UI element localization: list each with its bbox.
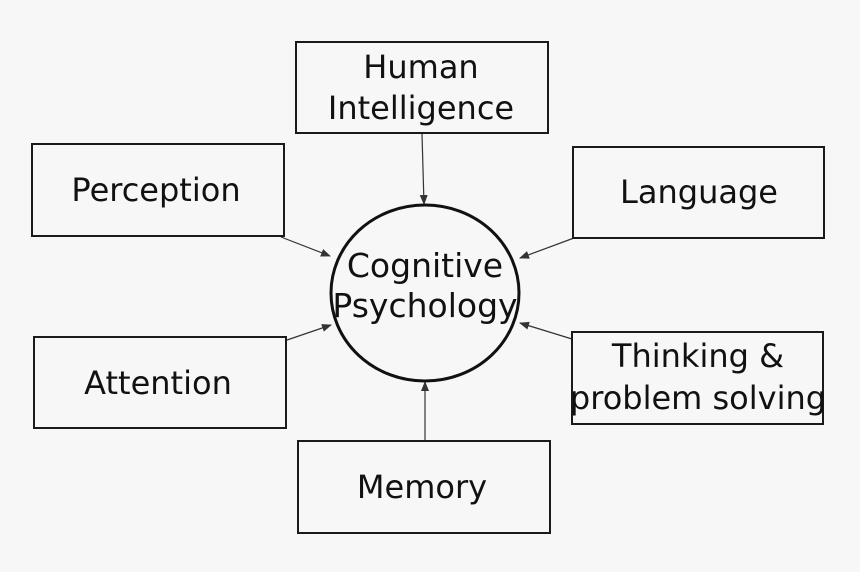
node-label-human-intelligence-line2: Intelligence	[328, 89, 514, 127]
arrow-human-intelligence-to-center	[419, 133, 428, 205]
node-label-perception: Perception	[71, 171, 240, 209]
node-box-attention	[33, 336, 287, 429]
center-label-line2: Psychology	[332, 286, 517, 325]
node-label-human-intelligence-line1: Human	[363, 48, 478, 86]
node-label-thinking-line2: problem solving	[570, 379, 826, 417]
node-box-memory	[297, 440, 551, 534]
node-box-language	[572, 146, 825, 239]
node-label-thinking-line1: Thinking &	[611, 337, 784, 375]
node-label-attention: Attention	[84, 364, 232, 402]
arrow-language-to-center	[519, 237, 575, 259]
node-thinking-problem-solving: Thinking & problem solving	[570, 331, 826, 425]
node-box-thinking-problem-solving	[571, 331, 824, 425]
node-perception: Perception	[31, 143, 285, 237]
arrow-thinking-to-center	[519, 321, 573, 340]
node-label-memory: Memory	[357, 468, 487, 506]
center-label-line1: Cognitive	[347, 246, 503, 285]
center-circle	[329, 203, 521, 383]
node-attention: Attention	[33, 336, 287, 429]
node-human-intelligence: Human Intelligence	[295, 41, 549, 134]
node-box-perception	[31, 143, 285, 237]
center-node-cognitive-psychology: Cognitive Psychology	[329, 203, 521, 383]
node-memory: Memory	[297, 440, 551, 534]
arrow-perception-to-center	[280, 236, 331, 257]
node-label-language: Language	[620, 173, 778, 211]
node-box-human-intelligence	[295, 41, 549, 134]
arrow-attention-to-center	[286, 324, 332, 341]
node-language: Language	[572, 146, 825, 239]
